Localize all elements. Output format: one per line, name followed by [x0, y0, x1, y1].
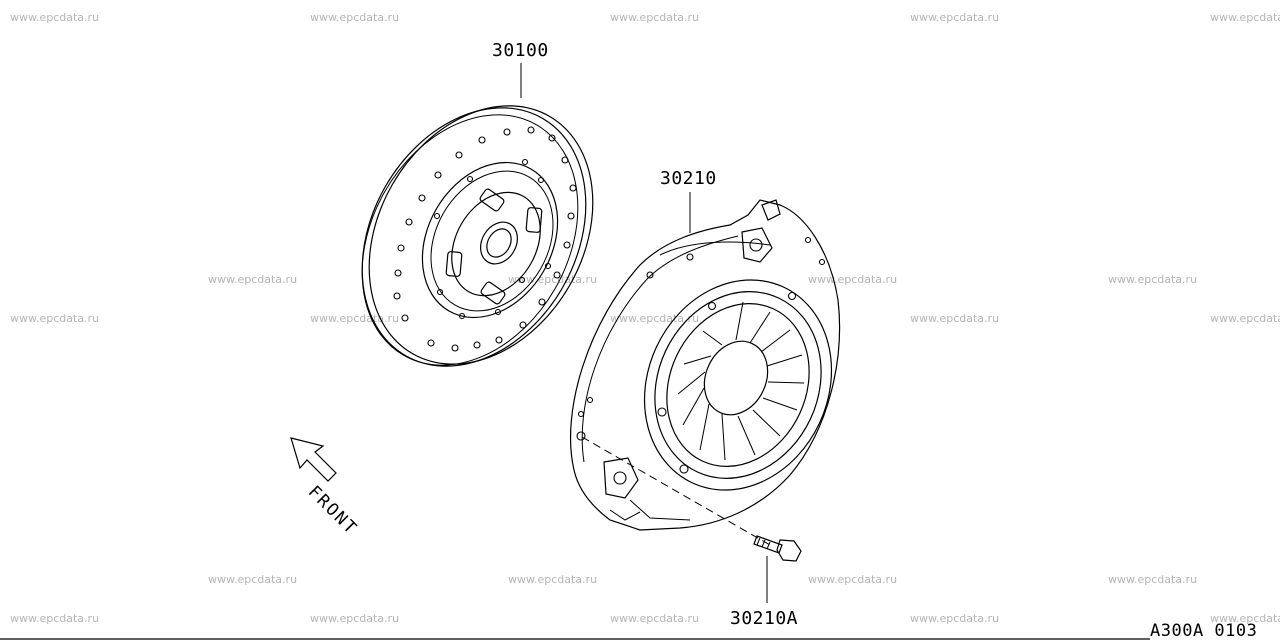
watermark-text: www.epcdata.ru: [610, 11, 700, 24]
part-number-label[interactable]: 30210: [660, 168, 717, 189]
diaphragm-outer: [666, 303, 810, 467]
watermark-text: www.epcdata.ru: [310, 612, 400, 625]
disc-hub-spline: [486, 228, 512, 258]
disc-inner-ring: [421, 161, 559, 319]
disc-rivets: [393, 126, 577, 352]
watermark-text: www.epcdata.ru: [1210, 11, 1280, 24]
damper-spring: [525, 207, 543, 233]
watermark-text: www.epcdata.ru: [1210, 312, 1280, 325]
part-number-label[interactable]: 30100: [492, 40, 549, 61]
diagram-code: A300A 0103: [1150, 621, 1258, 641]
pressure-ring-outer: [643, 279, 833, 491]
watermark-text: www.epcdata.ru: [208, 273, 298, 286]
clutch-disc[interactable]: [317, 63, 638, 407]
damper-spring: [480, 281, 506, 305]
watermark-text: www.epcdata.ru: [1210, 612, 1280, 625]
watermark-text: www.epcdata.ru: [910, 11, 1000, 24]
disc-inner-ring-2: [430, 170, 554, 312]
watermark-text: www.epcdata.ru: [310, 312, 400, 325]
pressure-ring-mid: [654, 291, 822, 479]
watermark-text: www.epcdata.ru: [1108, 273, 1198, 286]
watermark-text: www.epcdata.ru: [1108, 573, 1198, 586]
disc-outer-rim: [361, 107, 587, 367]
bolt-hole: [576, 431, 586, 441]
watermark-text: www.epcdata.ru: [10, 312, 100, 325]
cover-ridge: [659, 241, 771, 256]
watermark-text: www.epcdata.ru: [910, 312, 1000, 325]
watermark-text: www.epcdata.ru: [808, 573, 898, 586]
diaphragm-center: [703, 340, 769, 416]
watermark-text: www.epcdata.ru: [610, 612, 700, 625]
assembly-dashed-line: [581, 436, 771, 546]
cover-flange: [609, 509, 641, 521]
cover-tab: [761, 199, 781, 221]
damper-spring: [479, 188, 505, 212]
watermark-text: www.epcdata.ru: [10, 11, 100, 24]
watermark-text: www.epcdata.ru: [208, 573, 298, 586]
front-arrow-icon: [290, 437, 337, 482]
disc-hub-outer: [480, 221, 518, 265]
disc-back-edge: [361, 114, 579, 366]
watermark-text: www.epcdata.ru: [508, 573, 598, 586]
part-number-label[interactable]: 30210A: [730, 608, 799, 629]
disc-outer-face: [368, 105, 594, 365]
cover-flange: [629, 499, 691, 521]
watermark-text: www.epcdata.ru: [10, 612, 100, 625]
diaphragm-fingers: [677, 301, 805, 461]
clutch-cover[interactable]: [570, 192, 866, 531]
cover-outline: [570, 199, 841, 531]
cover-bolt[interactable]: [753, 535, 802, 603]
watermark-text: www.epcdata.ru: [910, 612, 1000, 625]
disc-hub-plate: [451, 191, 541, 297]
damper-spring: [445, 251, 463, 277]
watermark-text: www.epcdata.ru: [808, 273, 898, 286]
cover-boss: [603, 457, 639, 499]
cover-boss: [741, 227, 773, 263]
watermark-text: www.epcdata.ru: [310, 11, 400, 24]
bolt-head: [776, 539, 802, 562]
